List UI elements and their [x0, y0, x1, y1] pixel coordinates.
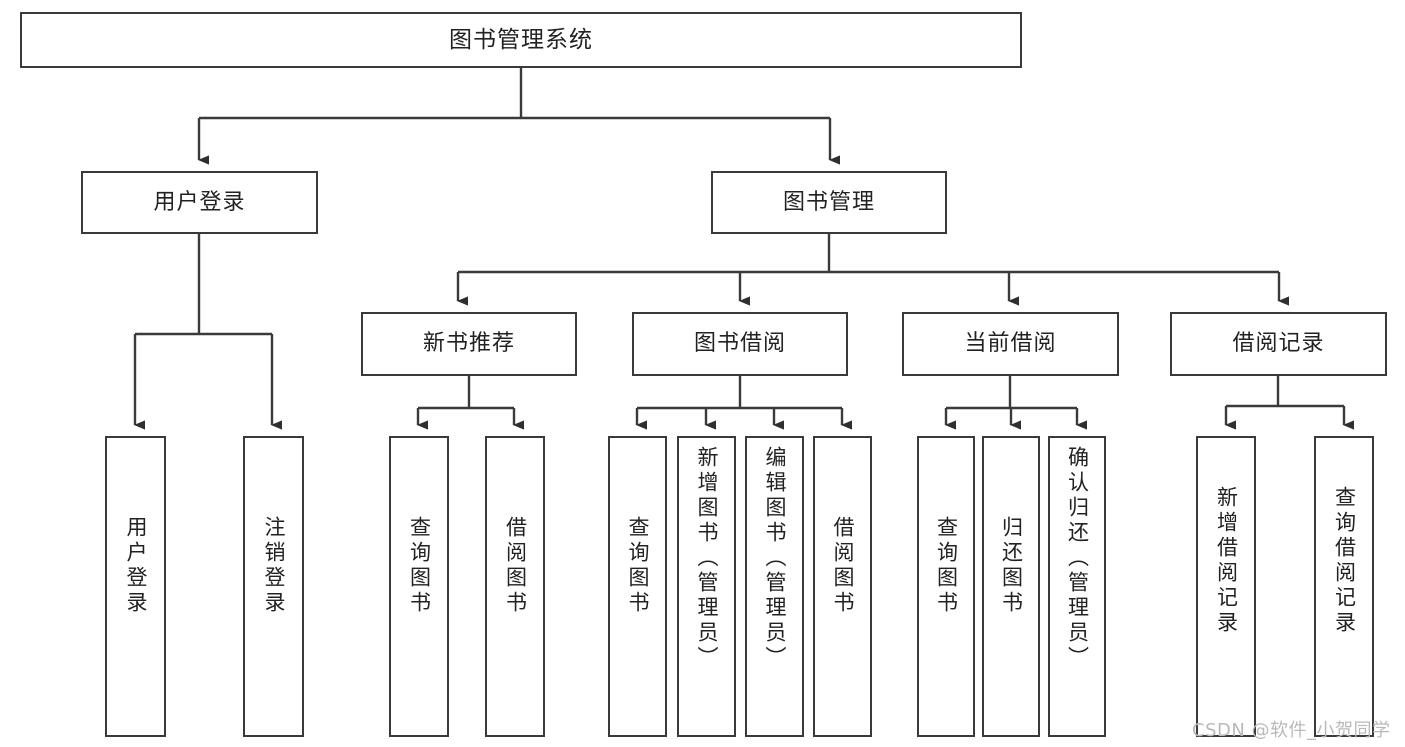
leaf-label: 借阅图书: [831, 516, 855, 616]
node-book-borrow[interactable]: 图书借阅: [632, 312, 848, 376]
leaf-borrow-record-query: 查询借阅记录: [1314, 436, 1374, 737]
leaf-current-borrow-query: 查询图书: [917, 436, 975, 737]
leaf-current-borrow-return: 归还图书: [982, 436, 1040, 737]
leaf-label: 查询图书: [934, 516, 959, 616]
leaf-new-book-query: 查询图书: [389, 436, 449, 737]
leaf-label: 借阅图书: [503, 516, 528, 616]
leaf-label: 查询图书: [626, 516, 650, 616]
leaf-label: 查询借阅记录: [1332, 486, 1357, 636]
leaf-user-login-login: 用户登录: [105, 436, 166, 737]
node-current-borrow[interactable]: 当前借阅: [902, 312, 1119, 376]
leaf-label: 确认归还（管理员）: [1065, 446, 1090, 671]
node-user-login[interactable]: 用户登录: [81, 171, 318, 234]
leaf-borrow-record-add: 新增借阅记录: [1196, 436, 1256, 737]
leaf-label: 查询图书: [407, 516, 432, 616]
leaf-label: 注销登录: [262, 516, 286, 616]
leaf-label: 新增借阅记录: [1214, 486, 1239, 636]
csdn-watermark: CSDN @软件_小贺同学: [1192, 720, 1391, 741]
leaf-new-book-borrow: 借阅图书: [485, 436, 545, 737]
leaf-book-borrow-query: 查询图书: [608, 436, 667, 737]
leaf-user-login-logout: 注销登录: [243, 436, 304, 737]
leaf-current-borrow-confirm: 确认归还（管理员）: [1048, 436, 1106, 737]
node-root-system[interactable]: 图书管理系统: [20, 12, 1022, 68]
node-borrow-record[interactable]: 借阅记录: [1170, 312, 1387, 376]
leaf-label: 新增图书（管理员）: [695, 446, 719, 671]
node-book-management[interactable]: 图书管理: [711, 171, 947, 234]
leaf-label: 编辑图书（管理员）: [763, 446, 787, 671]
leaf-book-borrow-add: 新增图书（管理员）: [677, 436, 736, 737]
leaf-book-borrow-borrow: 借阅图书: [813, 436, 872, 737]
leaf-book-borrow-edit: 编辑图书（管理员）: [745, 436, 804, 737]
leaf-label: 用户登录: [124, 516, 148, 616]
node-new-book-recommend[interactable]: 新书推荐: [361, 312, 577, 376]
leaf-label: 归还图书: [999, 516, 1024, 616]
